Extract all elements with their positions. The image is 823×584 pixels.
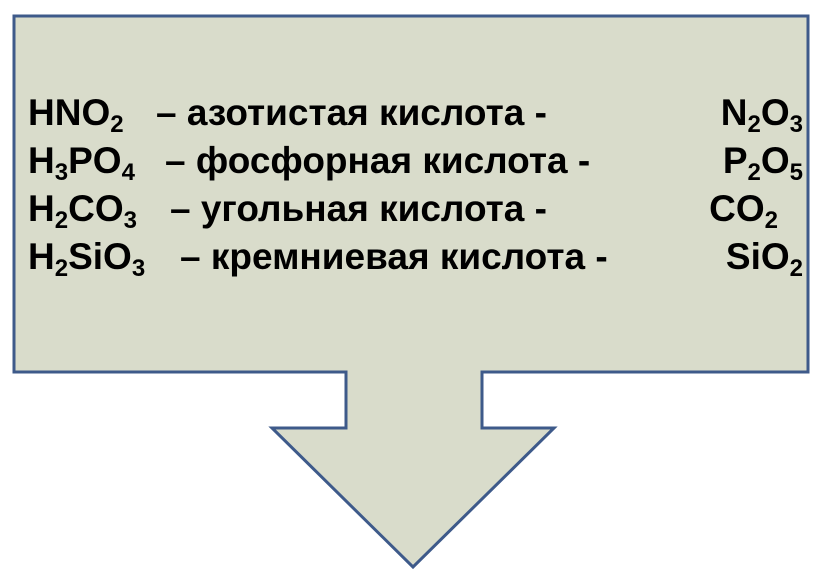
acid-name: – угольная кислота - xyxy=(170,188,547,229)
acid-row: H2SiO3 – кремниевая кислота - SiO2 xyxy=(28,236,803,284)
acid-row: H2CO3 – угольная кислота - CO2 xyxy=(28,188,803,236)
acid-formula: H2SiO3 xyxy=(28,236,146,282)
oxide-formula: P2O5 xyxy=(722,140,803,186)
acid-formula: HNO2 xyxy=(28,92,124,138)
callout-body xyxy=(12,14,810,570)
oxide-formula: CO2 xyxy=(709,188,778,234)
acid-row: HNO2 – азотистая кислота - N2O3 xyxy=(28,92,803,140)
acid-oxide-list: HNO2 – азотистая кислота - N2O3 H3PO4 – … xyxy=(28,92,803,284)
oxide-formula: N2O3 xyxy=(720,92,803,138)
acid-formula: H2CO3 xyxy=(28,188,137,234)
acid-formula: H3PO4 xyxy=(28,140,135,186)
oxide-formula: SiO2 xyxy=(725,236,803,282)
acid-name: – кремниевая кислота - xyxy=(180,236,608,277)
acid-name: – фосфорная кислота - xyxy=(165,140,591,181)
acid-name: – азотистая кислота - xyxy=(156,92,547,133)
acid-row: H3PO4 – фосфорная кислота - P2O5 xyxy=(28,140,803,188)
